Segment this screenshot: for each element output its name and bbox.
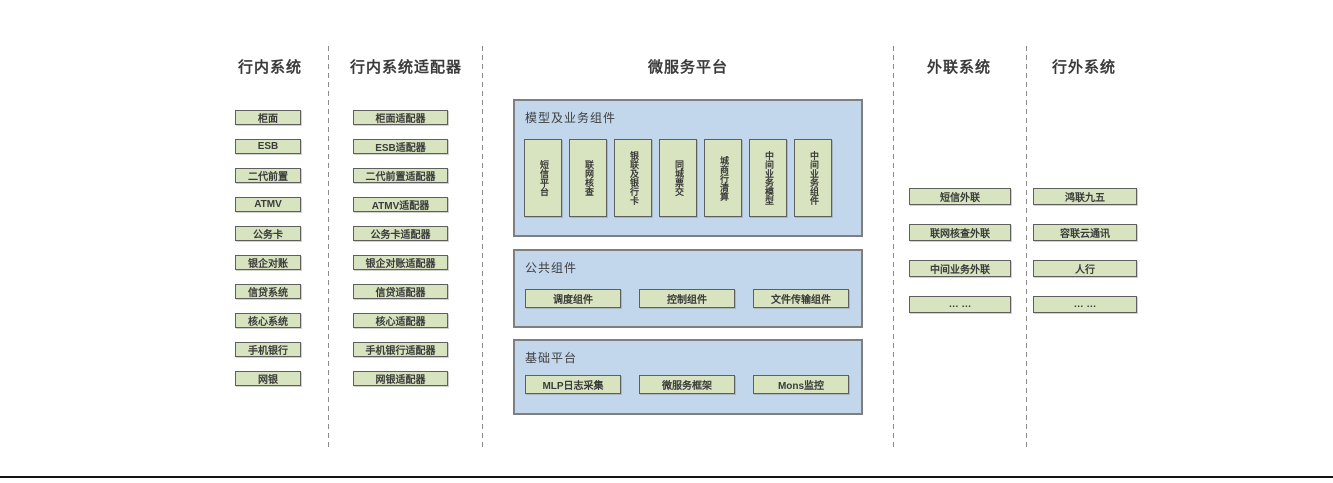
component-box: 控制组件 (639, 289, 735, 308)
component-box: 中间业务模型 (749, 139, 787, 217)
outside-system-box: 人行 (1033, 260, 1137, 277)
adapter-box: 核心适配器 (353, 313, 448, 328)
component-box: 银联及银行卡 (614, 139, 652, 217)
panel-title: 基础平台 (525, 351, 578, 365)
column-header-external-link-systems: 外联系统 (926, 59, 991, 76)
system-box: 信贷系统 (235, 284, 301, 299)
component-box: 文件传输组件 (753, 289, 849, 308)
system-box: 公务卡 (235, 226, 301, 241)
system-box: 核心系统 (235, 313, 301, 328)
component-box: MLP日志采集 (525, 375, 621, 394)
column-separator (1026, 46, 1027, 448)
system-box: 柜面 (235, 110, 301, 125)
internal-adapters-column: 柜面适配器 ESB适配器 二代前置适配器 ATMV适配器 公务卡适配器 银企对账… (353, 110, 448, 386)
component-box: Mons监控 (753, 375, 849, 394)
panel-title: 公共组件 (525, 261, 578, 275)
panel-title: 模型及业务组件 (525, 111, 617, 125)
component-box: 短信平台 (524, 139, 562, 217)
component-box: 联网核查 (569, 139, 607, 217)
column-header-internal-systems: 行内系统 (237, 59, 302, 76)
system-box: ESB (235, 139, 301, 154)
adapter-box: 二代前置适配器 (353, 168, 448, 183)
component-box: 调度组件 (525, 289, 621, 308)
adapter-box: 信贷适配器 (353, 284, 448, 299)
system-box: 二代前置 (235, 168, 301, 183)
external-link-box: 联网核查外联 (909, 224, 1011, 241)
component-box: 微服务框架 (639, 375, 735, 394)
adapter-box: ATMV适配器 (353, 197, 448, 212)
column-separator (482, 46, 483, 448)
adapter-box: 柜面适配器 (353, 110, 448, 125)
outside-system-box: … … (1033, 296, 1137, 313)
base-box-row: MLP日志采集 微服务框架 Mons监控 (525, 375, 849, 394)
component-box: 同城票交 (659, 139, 697, 217)
panel-model-business-components: 模型及业务组件 短信平台 联网核查 银联及银行卡 同城票交 城商行清算 中间业务… (513, 99, 863, 237)
external-link-box: 短信外联 (909, 188, 1011, 205)
system-box: 银企对账 (235, 255, 301, 270)
system-box: 网银 (235, 371, 301, 386)
system-box: ATMV (235, 197, 301, 212)
panel-base-platform: 基础平台 MLP日志采集 微服务框架 Mons监控 (513, 339, 863, 415)
outside-system-box: 容联云通讯 (1033, 224, 1137, 241)
panel-common-components: 公共组件 调度组件 控制组件 文件传输组件 (513, 249, 863, 328)
common-box-row: 调度组件 控制组件 文件传输组件 (525, 289, 849, 308)
internal-systems-column: 柜面 ESB 二代前置 ATMV 公务卡 银企对账 信贷系统 核心系统 手机银行… (235, 110, 301, 386)
adapter-box: 银企对账适配器 (353, 255, 448, 270)
outside-systems-column: 鸿联九五 容联云通讯 人行 … … (1033, 188, 1137, 313)
component-box: 城商行清算 (704, 139, 742, 217)
column-header-internal-adapters: 行内系统适配器 (349, 59, 462, 76)
external-link-box: 中间业务外联 (909, 260, 1011, 277)
column-header-outside-systems: 行外系统 (1051, 59, 1116, 76)
column-separator (328, 46, 329, 448)
outside-system-box: 鸿联九五 (1033, 188, 1137, 205)
column-separator (893, 46, 894, 448)
component-box: 中间业务组件 (794, 139, 832, 217)
external-link-box: … … (909, 296, 1011, 313)
bottom-border-line (0, 476, 1333, 478)
adapter-box: 公务卡适配器 (353, 226, 448, 241)
external-link-column: 短信外联 联网核查外联 中间业务外联 … … (909, 188, 1011, 313)
system-box: 手机银行 (235, 342, 301, 357)
model-business-box-row: 短信平台 联网核查 银联及银行卡 同城票交 城商行清算 中间业务模型 中间业务组… (524, 139, 832, 217)
adapter-box: 网银适配器 (353, 371, 448, 386)
adapter-box: 手机银行适配器 (353, 342, 448, 357)
column-header-microservice-platform: 微服务平台 (647, 59, 728, 76)
adapter-box: ESB适配器 (353, 139, 448, 154)
